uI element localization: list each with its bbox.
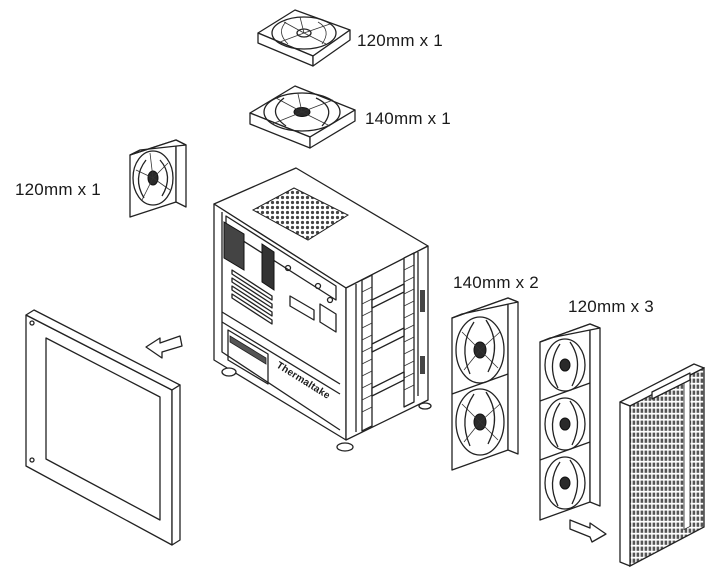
side-panel: [25, 309, 181, 546]
label-rear-fan-120: 120mm x 1: [15, 180, 101, 199]
label-top-fan-120: 120mm x 1: [357, 31, 443, 50]
label-front-fans-140: 140mm x 2: [453, 273, 539, 292]
front-frame: [355, 252, 425, 432]
top-fan-120: [257, 9, 351, 67]
case-body: [213, 167, 432, 452]
label-front-fans-120: 120mm x 3: [568, 297, 654, 316]
rear-fan-120: [129, 139, 187, 218]
front-fans-120: [539, 323, 601, 521]
expansion-slots: [231, 243, 275, 325]
top-fan-140: [249, 85, 356, 149]
front-fans-140: [451, 297, 519, 471]
side-panel-arrow: [145, 335, 183, 359]
label-top-fan-140: 140mm x 1: [365, 109, 451, 128]
front-panel: [619, 363, 705, 568]
front-panel-arrow: [569, 519, 607, 543]
